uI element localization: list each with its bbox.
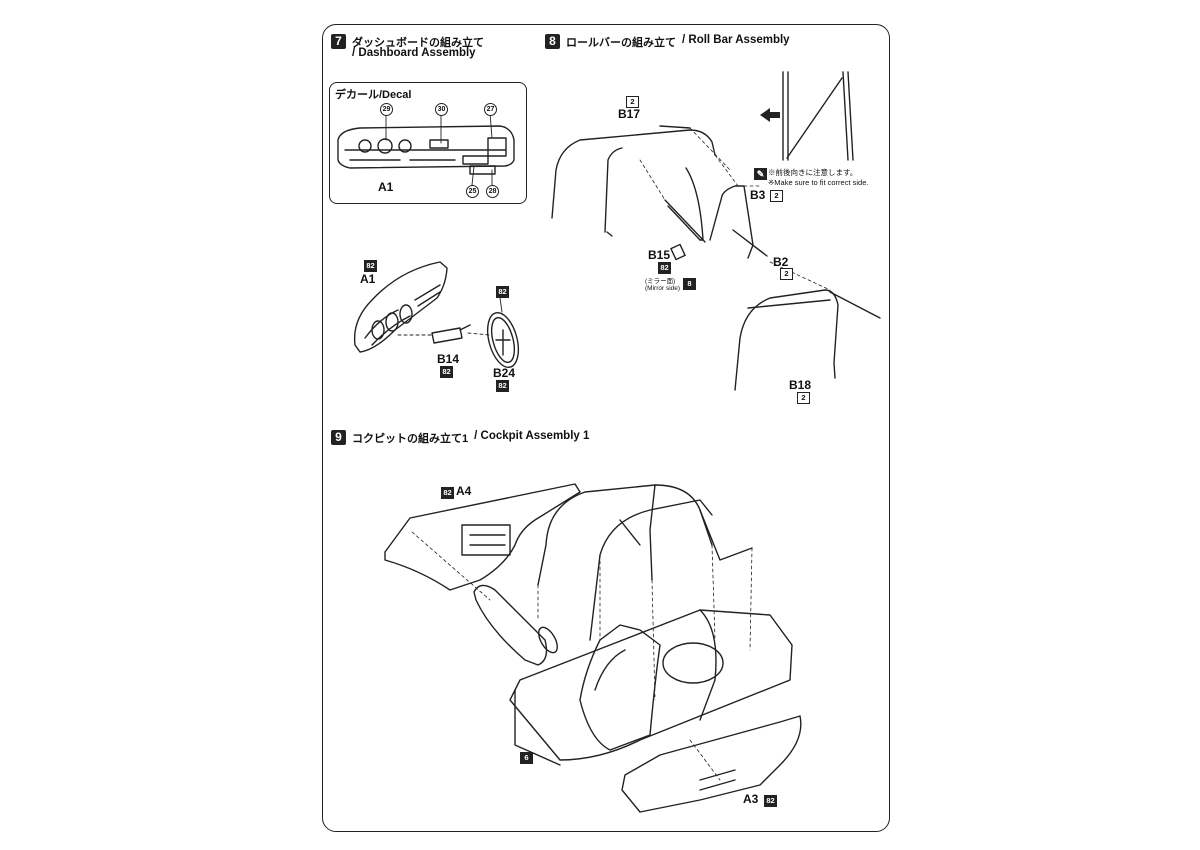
b2-tag: 2 (780, 268, 793, 280)
a3-label: A3 (743, 792, 759, 806)
cockpit-floor-drawing (509, 609, 793, 766)
b17-label: B17 (618, 107, 641, 121)
step7-number: 7 (331, 34, 346, 49)
cockpit-a4-panel-drawing (384, 483, 581, 591)
b17-tag: 2 (626, 96, 639, 108)
decal-label-25: 25 (466, 185, 479, 198)
b3-label: B3 (750, 188, 766, 202)
step8-title-en: / Roll Bar Assembly (682, 34, 790, 46)
a4-tag: 82 (441, 487, 454, 499)
cockpit-seat-drawing (579, 624, 661, 751)
step8-title-jp: ロールバーの組み立て (566, 37, 676, 49)
step8-number: 8 (545, 34, 560, 49)
b14-tag: 82 (440, 366, 453, 378)
b24-tag: 82 (496, 380, 509, 392)
decal-dashboard-drawing (337, 125, 515, 175)
b24-label: B24 (493, 366, 516, 380)
rollbar-b15-drawing (664, 199, 706, 261)
b14-label: B14 (437, 352, 460, 366)
rollbar-b17-drawing (551, 125, 716, 241)
b15-label: B15 (648, 248, 671, 262)
a1-label: A1 (360, 272, 376, 286)
rollbar-b18-drawing (734, 289, 881, 391)
b2-label: B2 (773, 255, 789, 269)
step9-title-jp: コクピットの組み立て1 (352, 433, 469, 445)
rollbar-guide-lines (639, 127, 831, 291)
rollbar-b2-drawing (709, 185, 768, 259)
step8-heading: 8 ロールバーの組み立て / Roll Bar Assembly (545, 34, 790, 50)
step7-heading: 7 ダッシュボードの組み立て (331, 34, 484, 50)
step7-title-en: / Dashboard Assembly (352, 47, 476, 59)
b15-note-jp: (ミラー面) (645, 278, 676, 285)
rollbar-b3-drawing (782, 71, 854, 161)
decal-part-a1: A1 (378, 180, 394, 194)
caution-icon: ✎ (754, 168, 767, 180)
b15-note-en: (Mirror side) (645, 285, 681, 292)
decal-label-30: 30 (435, 103, 448, 116)
cockpit-rollcage-drawing (537, 484, 753, 641)
steering-column-drawing (397, 324, 491, 344)
cockpit-guide-lines (411, 531, 753, 781)
decal-box (329, 82, 527, 204)
ref-step6-tag: 6 (520, 752, 533, 764)
b3-tag: 2 (770, 190, 783, 202)
b18-label: B18 (789, 378, 812, 392)
decal-label-28: 28 (486, 185, 499, 198)
decal-leader-lines (385, 112, 493, 186)
caution-en: ※Make sure to fit correct side. (768, 178, 869, 187)
a3-tag: 82 (764, 795, 777, 807)
steering-wheel-drawing (486, 297, 520, 368)
cockpit-a3-panel-drawing (621, 715, 802, 813)
b15-extra-tag: 8 (683, 278, 696, 290)
a4-label: A4 (456, 484, 472, 498)
step7-title-jp: ダッシュボードの組み立て (352, 37, 484, 49)
dashboard-part-drawing (353, 261, 448, 353)
b18-tag: 2 (797, 392, 810, 404)
arrow-left-icon (760, 108, 780, 122)
instruction-sheet-frame (322, 24, 890, 832)
step9-number: 9 (331, 430, 346, 445)
a1-tag: 82 (364, 260, 377, 272)
decal-label-29: 29 (380, 103, 393, 116)
decal-title: デカール/Decal (335, 89, 412, 101)
cockpit-dashboard-drawing (473, 584, 558, 666)
step9-heading: 9 コクピットの組み立て1 / Cockpit Assembly 1 (331, 430, 589, 446)
decal-label-27: 27 (484, 103, 497, 116)
caution-jp: ※前後向きに注意します。 (768, 168, 858, 177)
wheel-tag: 82 (496, 286, 509, 298)
b15-tag: 82 (658, 262, 671, 274)
step9-title-en: / Cockpit Assembly 1 (474, 430, 590, 442)
